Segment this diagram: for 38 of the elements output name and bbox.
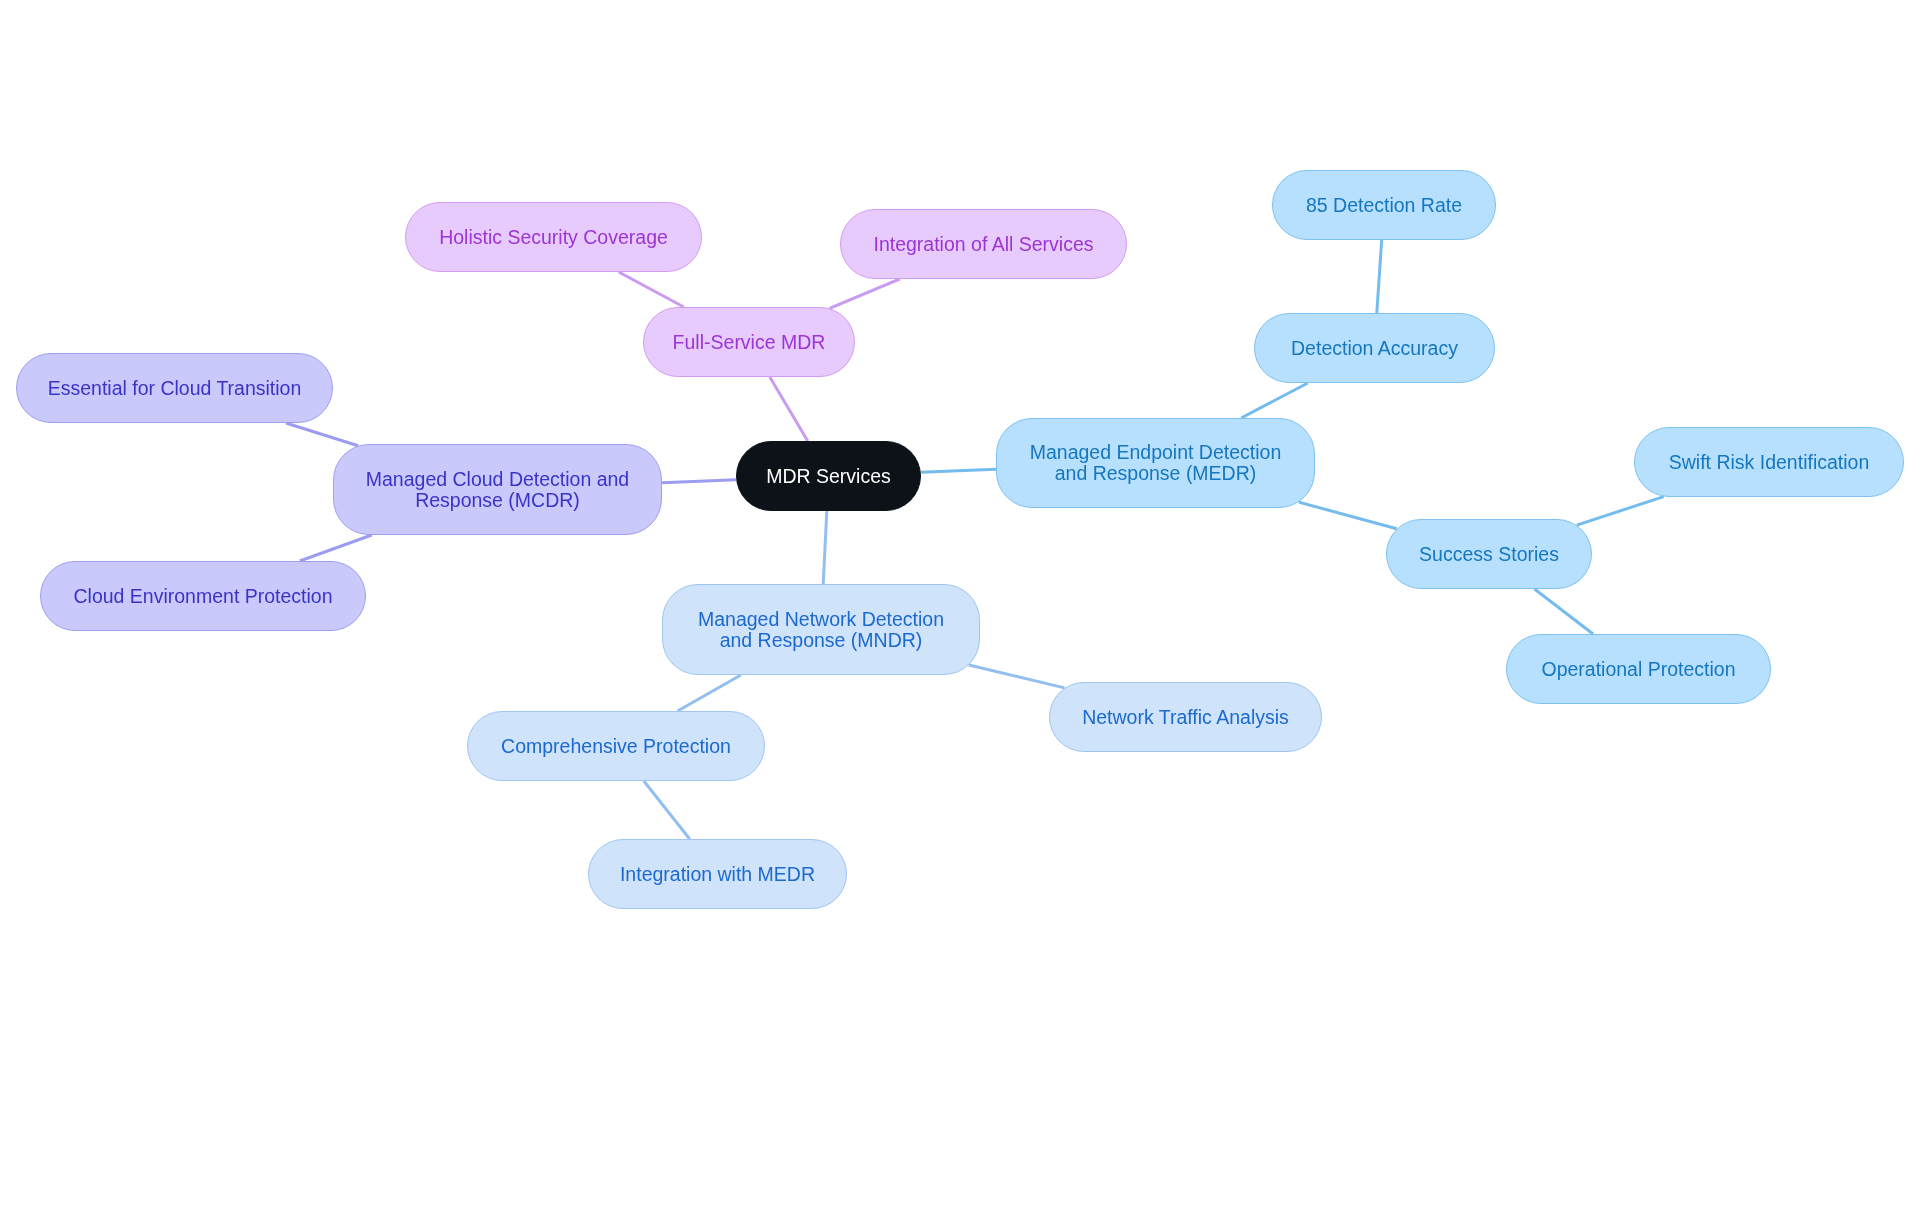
connector-line [920, 467, 997, 474]
topic-node [333, 444, 662, 535]
node-label: Detection Accuracy [1291, 337, 1458, 359]
node-label: Managed Cloud Detection and Response (MCDR) [364, 468, 631, 511]
connector-line [299, 533, 373, 563]
topic-node [996, 418, 1315, 508]
node-label: MDR Services [766, 465, 891, 487]
node-label: Integration with MEDR [619, 863, 816, 885]
connector-line [1533, 587, 1594, 636]
node-label: Managed Network Detection and Response (MNDR) [696, 608, 945, 651]
connector-line [661, 478, 737, 485]
connector-line [285, 421, 359, 448]
node-label: Managed Endpoint Detection and Response (MEDR) [1028, 442, 1283, 484]
topic-node [1386, 519, 1592, 589]
node-label: Cloud Environment Protection [73, 585, 333, 607]
connector-line [968, 663, 1065, 690]
connector-line [829, 277, 901, 310]
node-label: Operational Protection [1541, 658, 1736, 680]
connector-line [821, 510, 829, 585]
node-label: 85 Detection Rate [1305, 194, 1463, 216]
connector-line [618, 270, 685, 309]
connector-line [642, 780, 691, 840]
node-label: Full-Service MDR [672, 331, 826, 353]
topic-node [1049, 682, 1322, 752]
node-label: Holistic Security Coverage [439, 226, 668, 248]
node-label: Essential for Cloud Transition [47, 377, 302, 399]
connector-line [676, 673, 742, 713]
connector-line [1375, 239, 1384, 314]
topic-node [662, 584, 980, 675]
node-label: Comprehensive Protection [501, 735, 731, 757]
connector-line [1298, 500, 1398, 531]
node-label: Network Traffic Analysis [1082, 706, 1289, 728]
connector-line [1240, 381, 1309, 420]
connector-line [768, 376, 809, 442]
connector-line [1576, 495, 1665, 527]
node-label: Swift Risk Identification [1668, 451, 1870, 473]
node-label: Integration of All Services [873, 233, 1094, 255]
node-label: Success Stories [1419, 543, 1559, 565]
